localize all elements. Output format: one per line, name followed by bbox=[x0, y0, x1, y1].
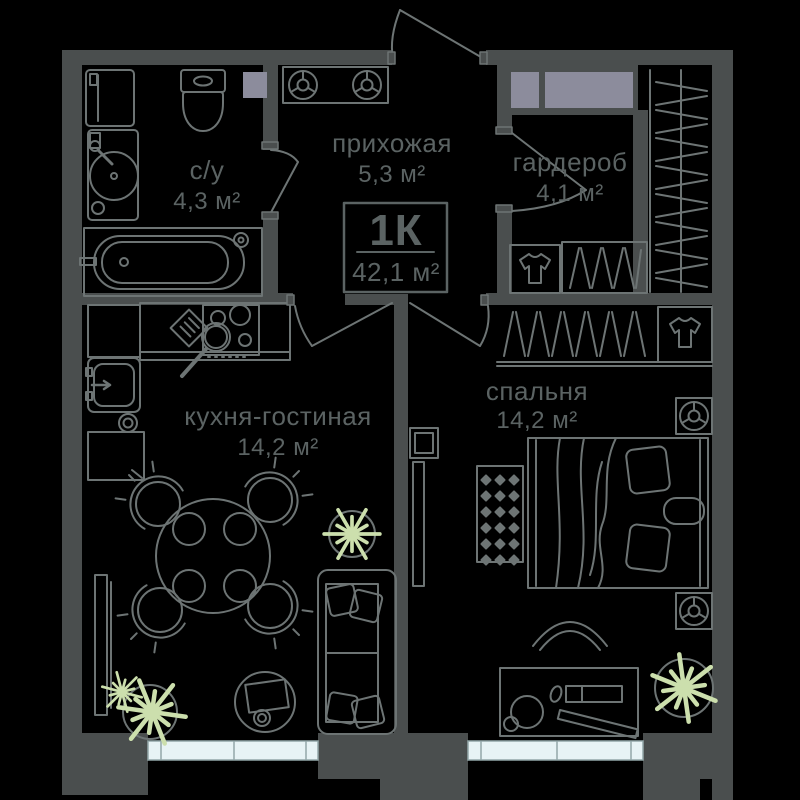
cabinet-pane-large bbox=[545, 72, 633, 108]
tv-console bbox=[409, 427, 439, 587]
wall-under-title-box bbox=[345, 294, 405, 305]
wall-bottom-right-pier bbox=[643, 733, 733, 779]
pillow bbox=[325, 583, 359, 617]
pouf bbox=[234, 671, 296, 733]
duct-shaft bbox=[243, 72, 267, 98]
kitchen-living-area: 14,2 м² bbox=[237, 434, 318, 461]
hanging-rail-closet bbox=[649, 69, 708, 293]
door-jambs bbox=[261, 51, 513, 306]
wall-top-right bbox=[486, 50, 733, 65]
bathroom-area: 4,3 м² bbox=[173, 188, 241, 215]
bathtub bbox=[79, 227, 263, 297]
bedroom-door bbox=[409, 302, 490, 347]
bathroom-door bbox=[267, 149, 299, 219]
dining-table bbox=[155, 498, 271, 614]
labels: с/у 4,3 м² прихожая 5,3 м² гардероб 4,1 … bbox=[173, 128, 627, 461]
desk bbox=[499, 621, 639, 740]
room-bathroom bbox=[79, 69, 299, 297]
tray bbox=[244, 678, 290, 714]
wardrobe-door bbox=[511, 132, 587, 212]
blanket bbox=[597, 437, 617, 589]
wall-top-left bbox=[62, 50, 392, 65]
apartment-type-label: 1К bbox=[369, 206, 422, 255]
shafts bbox=[243, 72, 633, 108]
wall-bathroom-right-lower bbox=[263, 218, 278, 298]
wall-wardrobe-closet-divider bbox=[633, 110, 648, 295]
bedroom-area: 14,2 м² bbox=[496, 407, 577, 434]
tshirt-shelf bbox=[509, 244, 561, 294]
room-wardrobe bbox=[509, 69, 708, 294]
fridge bbox=[87, 431, 145, 481]
sofa bbox=[317, 569, 397, 735]
windows bbox=[147, 740, 644, 761]
monitor bbox=[556, 709, 639, 740]
wall-bottom-right-step bbox=[643, 779, 700, 800]
stove bbox=[180, 304, 260, 378]
bedroom-window bbox=[467, 740, 644, 761]
pillow bbox=[348, 588, 384, 624]
apartment-total-area: 42,1 м² bbox=[352, 257, 440, 287]
tv-wall-mounted bbox=[94, 574, 112, 716]
wall-bedroom-top bbox=[486, 293, 712, 305]
wall-central-divider bbox=[394, 294, 408, 738]
bedroom-wardrobe bbox=[496, 306, 713, 367]
kitchen-living-label: кухня-гостиная bbox=[184, 401, 371, 431]
hallway-label: прихожая bbox=[332, 128, 452, 158]
title-box bbox=[342, 201, 449, 294]
pan bbox=[201, 322, 231, 352]
pillow bbox=[625, 445, 671, 495]
hanger-shelf bbox=[561, 241, 648, 294]
pillow bbox=[325, 691, 359, 725]
mouse bbox=[549, 685, 563, 703]
rug bbox=[476, 465, 524, 566]
cabinet-pane-small bbox=[511, 72, 539, 108]
room-kitchen-living bbox=[85, 302, 397, 740]
pillow bbox=[625, 523, 671, 573]
plate bbox=[223, 569, 257, 603]
plant-pot bbox=[122, 684, 178, 740]
wardrobe-label: гардероб bbox=[513, 147, 628, 177]
wall-bottom-middle-step bbox=[380, 779, 468, 800]
washing-machine bbox=[85, 69, 135, 127]
cutting-board bbox=[169, 308, 209, 348]
wardrobe-area: 4,1 м² bbox=[536, 180, 604, 207]
wall-bottom-middle-pier bbox=[318, 733, 468, 779]
double-bed bbox=[527, 437, 709, 589]
dining-set bbox=[108, 450, 320, 660]
washer-dryer-unit bbox=[282, 66, 389, 104]
room-bedroom bbox=[409, 302, 714, 740]
hallway-area: 5,3 м² bbox=[358, 161, 426, 188]
plant-pot bbox=[654, 658, 714, 718]
wall-bottom-left-pier bbox=[62, 733, 148, 795]
plate bbox=[172, 569, 206, 603]
sink-vanity bbox=[87, 129, 139, 221]
kitchen-window bbox=[147, 740, 319, 761]
bedroom-label: спальня bbox=[486, 376, 588, 406]
keyboard bbox=[565, 685, 623, 703]
wall-left bbox=[62, 50, 82, 738]
wall-right bbox=[712, 53, 733, 800]
desk-lamp bbox=[510, 695, 544, 729]
plate bbox=[223, 512, 257, 546]
kitchen-sink bbox=[85, 304, 141, 413]
nightstand-bottom bbox=[675, 592, 713, 630]
desk-chair bbox=[532, 621, 608, 647]
toilet bbox=[180, 69, 226, 132]
wall-wardrobe-left-lower bbox=[497, 211, 512, 295]
kitchen-door bbox=[294, 302, 393, 347]
bolster bbox=[663, 497, 705, 525]
plate bbox=[172, 512, 206, 546]
bathroom-label: с/у bbox=[190, 155, 225, 185]
nightstand-top bbox=[675, 397, 713, 435]
pillow bbox=[350, 694, 386, 730]
